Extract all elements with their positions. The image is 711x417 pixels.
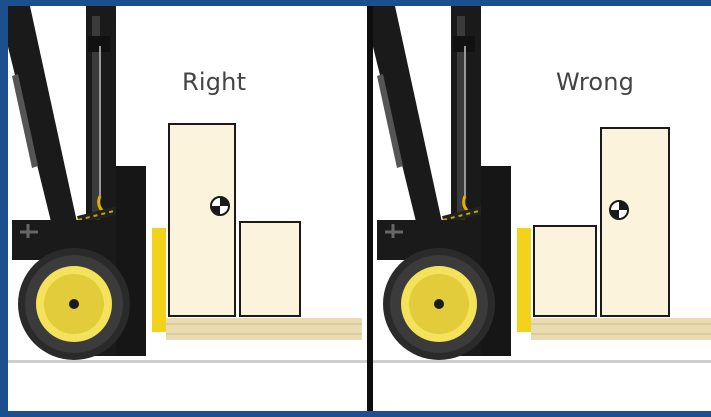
- tall-box: [600, 127, 670, 317]
- tall-box: [168, 123, 236, 317]
- forklift-illustration-wrong: [373, 6, 711, 411]
- forklift-illustration-right: [8, 6, 367, 411]
- caption-wrong: Wrong: [556, 68, 635, 96]
- panel-right-loading: Right: [8, 6, 367, 411]
- pallet: [531, 318, 711, 340]
- panel-wrong-loading: Wrong: [373, 6, 711, 411]
- pallet: [166, 318, 362, 340]
- center-of-gravity-icon: [210, 196, 230, 216]
- short-box: [533, 225, 597, 317]
- panel-divider: [367, 6, 373, 411]
- center-of-gravity-icon: [609, 200, 629, 220]
- caption-right: Right: [182, 68, 247, 96]
- short-box: [239, 221, 301, 317]
